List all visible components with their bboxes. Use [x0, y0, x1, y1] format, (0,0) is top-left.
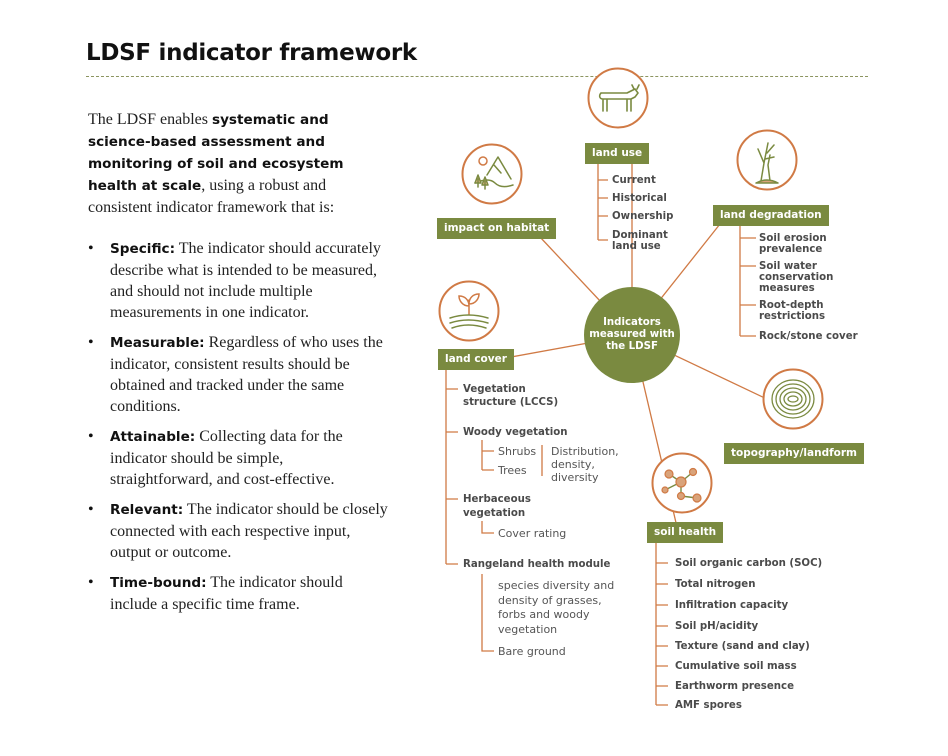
rangeland-species: species diversity and density of grasses… — [498, 579, 615, 636]
woody-bracket — [481, 440, 494, 471]
criterion-term: Relevant: — [110, 502, 184, 518]
land-use-item: Ownership — [612, 211, 674, 222]
criterion-specific: Specific: The indicator should accuratel… — [88, 238, 388, 323]
criterion-term: Attainable: — [110, 429, 196, 445]
title-divider — [86, 76, 868, 77]
category-soil-health: soil health — [647, 522, 724, 543]
criterion-attainable: Attainable: Collecting data for the indi… — [88, 426, 388, 490]
category-land-use: land use — [585, 143, 650, 164]
woody-attributes: Distribution, density, diversity — [551, 445, 619, 484]
category-land-degradation: land degradation — [713, 205, 829, 226]
soil-health-bracket — [655, 541, 668, 706]
page-title: LDSF indicator framework — [86, 40, 417, 66]
smart-criteria-list: Specific: The indicator should accuratel… — [88, 238, 388, 615]
land-degradation-item: Rock/stone cover — [759, 331, 858, 342]
intro-text-end: , using a robust and consistent indicato… — [88, 177, 335, 216]
dead-tree-icon — [736, 129, 798, 191]
criterion-text: The indicator should be closely connecte… — [110, 501, 388, 561]
contour-icon — [762, 368, 824, 430]
criterion-text: The indicator should accurately describe… — [110, 240, 381, 321]
criterion-text: Collecting data for the indicator should… — [110, 428, 343, 488]
land-degradation-item: Soil erosion prevalence — [759, 233, 827, 255]
land-use-item: Historical — [612, 193, 667, 204]
vegetation-structure: Vegetation structure (LCCS) — [463, 384, 559, 408]
land-degradation-item: Soil water conservation measures — [759, 261, 834, 294]
woody-vegetation: Woody vegetation — [463, 427, 568, 438]
land-degradation-bracket — [739, 224, 756, 337]
soil-health-item: Total nitrogen — [675, 579, 756, 590]
criterion-text: Regardless of who uses the indicator, co… — [110, 334, 383, 415]
soil-health-item: Earthworm presence — [675, 681, 794, 692]
criterion-term: Time-bound: — [110, 575, 207, 591]
criterion-relevant: Relevant: The indicator should be closel… — [88, 499, 388, 563]
cow-icon — [587, 67, 649, 129]
cover-rating: Cover rating — [498, 527, 567, 540]
bare-ground: Bare ground — [498, 645, 566, 658]
intro-emphasis: systematic and science-based assessment … — [88, 112, 344, 194]
herbaceous-vegetation: Herbaceous vegetation — [463, 494, 531, 519]
rangeland-health-module: Rangeland health module — [463, 559, 611, 570]
landscape-icon — [461, 143, 523, 205]
sprout-icon — [438, 280, 500, 342]
soil-health-item: AMF spores — [675, 700, 742, 711]
herbaceous-bracket — [481, 521, 494, 534]
land-use-item: Current — [612, 175, 656, 186]
molecule-icon — [651, 452, 713, 514]
shrubs-label: Shrubs — [498, 445, 537, 458]
trees-label: Trees — [498, 464, 527, 477]
criterion-term: Specific: — [110, 241, 176, 257]
indicators-hub: Indicators measured with the LDSF — [584, 287, 680, 383]
land-use-bracket — [597, 164, 608, 241]
criterion-text: The indicator should include a specific … — [110, 574, 343, 613]
framework-description: The LDSF enables systematic and science-… — [88, 109, 388, 624]
category-land-cover: land cover — [438, 349, 514, 370]
land-degradation-item: Root-depth restrictions — [759, 300, 826, 322]
land-use-item: Dominant land use — [612, 230, 668, 252]
soil-health-item: Infiltration capacity — [675, 600, 789, 611]
category-impact-on-habitat: impact on habitat — [437, 218, 557, 239]
criterion-measurable: Measurable: Regardless of who uses the i… — [88, 332, 388, 417]
soil-health-item: Cumulative soil mass — [675, 661, 797, 672]
land-cover-bracket — [445, 370, 458, 565]
soil-health-item: Soil organic carbon (SOC) — [675, 558, 823, 569]
intro-paragraph: The LDSF enables systematic and science-… — [88, 109, 388, 218]
criterion-term: Measurable: — [110, 335, 205, 351]
rangeland-bracket — [481, 574, 494, 652]
criterion-time-bound: Time-bound: The indicator should include… — [88, 572, 388, 615]
category-topography: topography/landform — [724, 443, 864, 464]
soil-health-item: Texture (sand and clay) — [675, 641, 810, 652]
soil-health-item: Soil pH/acidity — [675, 621, 759, 632]
intro-text-start: The LDSF enables — [88, 111, 212, 128]
